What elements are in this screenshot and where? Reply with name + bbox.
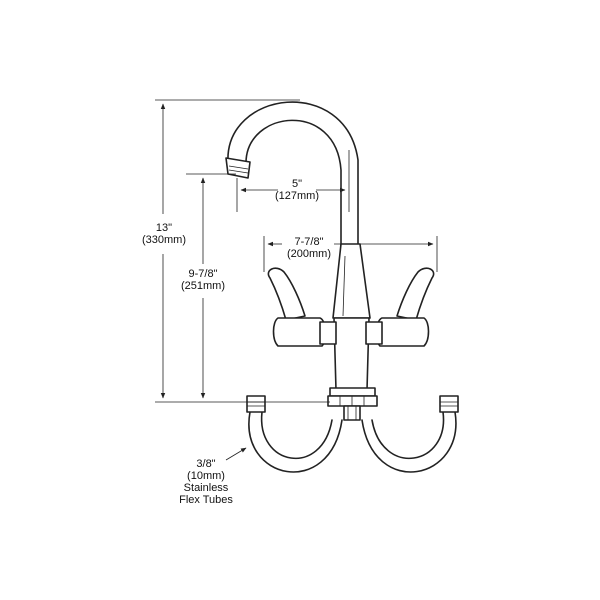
note-part: Flex Tubes bbox=[179, 494, 233, 506]
flex-tube-note: 3/8" (10mm) Stainless Flex Tubes bbox=[170, 458, 242, 506]
spout-height-mm: (251mm) bbox=[180, 280, 225, 292]
dimension-handle-span bbox=[263, 236, 438, 272]
spout-reach-inches: 5" bbox=[291, 178, 303, 190]
flex-tubes bbox=[246, 395, 459, 473]
left-handle bbox=[267, 267, 337, 347]
faucet-body bbox=[327, 243, 378, 421]
dimension-spout-reach bbox=[236, 150, 350, 212]
spout-height-inches: 9-7/8" bbox=[188, 268, 218, 280]
spout bbox=[225, 101, 359, 249]
note-material: Stainless bbox=[183, 482, 229, 494]
note-size-inches: 3/8" bbox=[196, 458, 216, 470]
note-size-mm: (10mm) bbox=[187, 470, 225, 482]
dimension-overall-height bbox=[155, 99, 330, 403]
overall-height-label: 13" (330mm) bbox=[136, 222, 192, 246]
spout-reach-mm: (127mm) bbox=[274, 190, 319, 202]
overall-height-mm: (330mm) bbox=[141, 234, 186, 246]
right-handle bbox=[365, 267, 435, 347]
handle-span-mm: (200mm) bbox=[286, 248, 331, 260]
handle-span-inches: 7-7/8" bbox=[294, 236, 324, 248]
overall-height-inches: 13" bbox=[155, 222, 173, 234]
handle-span-label: 7-7/8" (200mm) bbox=[278, 236, 340, 260]
spout-height-label: 9-7/8" (251mm) bbox=[172, 268, 234, 292]
spout-reach-label: 5" (127mm) bbox=[266, 178, 328, 202]
dimension-spout-height bbox=[186, 173, 236, 399]
note-leader bbox=[225, 447, 247, 461]
